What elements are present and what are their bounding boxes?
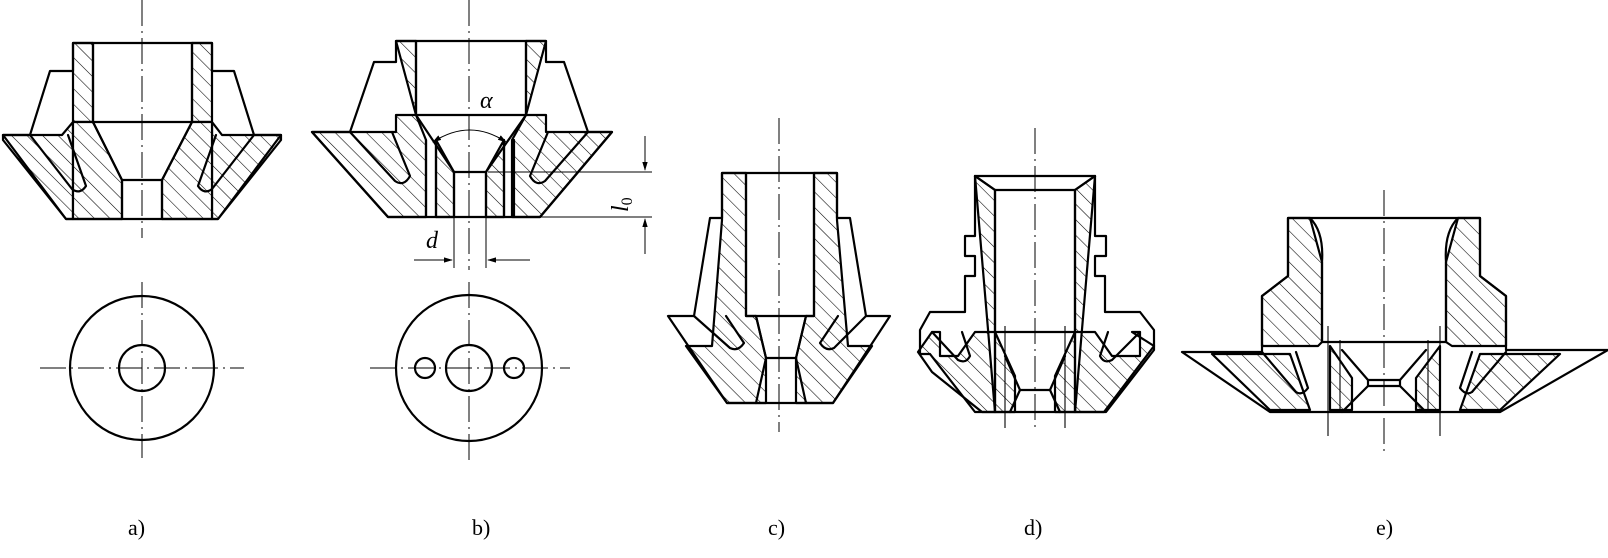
view-a-section xyxy=(1,41,283,221)
view-b-section xyxy=(310,39,614,219)
view-c xyxy=(666,118,892,432)
view-b-plan xyxy=(370,282,570,462)
l0-label: l0 xyxy=(608,197,636,212)
view-e xyxy=(1180,190,1608,452)
view-b-dimensions: α l0 d xyxy=(414,88,652,268)
panel-labels: a) b) c) d) e) xyxy=(128,515,1393,540)
panel-label-c: c) xyxy=(768,515,785,540)
panel-label-a: a) xyxy=(128,515,145,540)
view-a xyxy=(1,0,283,458)
d-label: d xyxy=(426,228,439,254)
view-a-plan xyxy=(40,282,244,458)
alpha-label: α xyxy=(480,88,493,114)
panel-label-d: d) xyxy=(1024,515,1042,540)
panel-label-b: b) xyxy=(472,515,490,540)
view-b: α l0 d xyxy=(310,0,652,462)
panel-label-e: e) xyxy=(1376,515,1393,540)
view-d xyxy=(916,128,1156,432)
